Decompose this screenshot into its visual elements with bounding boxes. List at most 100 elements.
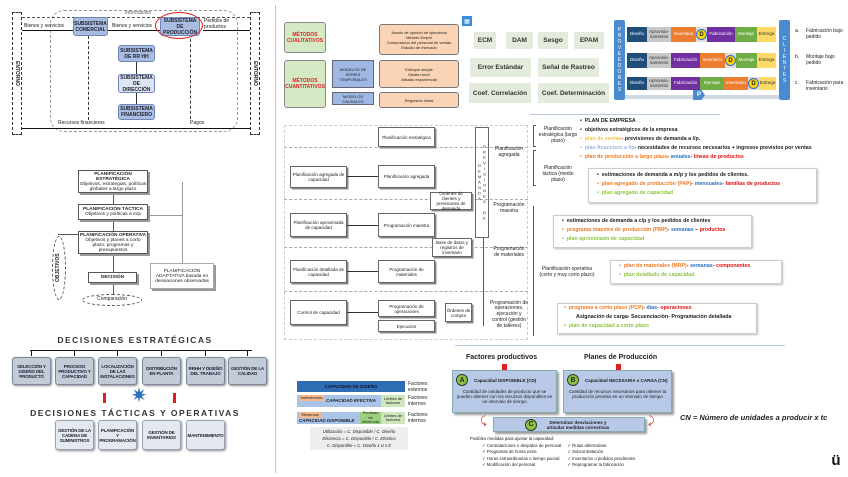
connector (347, 312, 378, 313)
flow-arrow (107, 30, 160, 31)
brace (533, 206, 536, 336)
strategic-planning-box: Planificación estratégica (378, 127, 435, 147)
metric-button[interactable]: Señal de Rastreo (538, 58, 599, 77)
limits-cell: Límites de factores (381, 395, 405, 407)
text: líneas de productos (693, 154, 744, 160)
university-logo: ü (831, 451, 841, 469)
subsystem-financiero: SUBSISTEMA FINANCIERO (118, 104, 155, 120)
metric-button[interactable]: EPAM (574, 32, 604, 49)
required-capacity-formula: CN = Número de unidades a producir x tc (680, 413, 828, 422)
legend-text: Fabricación para inventario (806, 80, 844, 92)
metric-button[interactable]: DAM (506, 32, 533, 49)
stage-diseo: Diseño (627, 77, 647, 90)
environment-bar-right: ENTORNO (250, 12, 260, 135)
connector (347, 271, 378, 272)
aggregate-planning-box: Planificación agregada (378, 165, 435, 188)
connector (31, 350, 32, 356)
badge-a: A (456, 374, 468, 386)
flow-label: Información (125, 10, 152, 16)
legend-key: c. (795, 80, 799, 86)
connector (182, 182, 183, 264)
stage-inventario: Inventario (671, 27, 696, 42)
spreadsheet-icon[interactable]: ▦ (462, 16, 472, 26)
box-text: Cantidad de unidades de producto que se … (456, 389, 553, 404)
strategic-decision-box: DISTRIBUCIÓN EN PLANTA (142, 357, 181, 385)
text: operaciones (660, 305, 692, 311)
connector (74, 350, 75, 356)
decision-box: DECISIÓN (88, 272, 137, 283)
bullet-line: • estimaciones de demanda a m/p y los pe… (597, 172, 749, 178)
text: plan de producción a largo plazo (584, 154, 668, 160)
metric-button[interactable]: Coef. Correlación (469, 83, 531, 103)
bullet-line: • plan de producción a largo plazo- anua… (580, 154, 744, 160)
text: familias de productos (725, 181, 781, 187)
connector (161, 350, 162, 356)
qualitative-methods-box: MÉTODOS CUALITATIVOS (284, 22, 326, 53)
text: PLAN DE EMPRESA (584, 118, 636, 124)
metric-button[interactable]: Coef. Determinación (538, 83, 609, 103)
method-item: Media móvil (408, 71, 430, 77)
bullet-line: • plan agregado de capacidad (597, 190, 674, 196)
flow-label: Pedidos de productos (204, 18, 230, 30)
box-title: PLANIFICACIÓN TÁCTICA (83, 207, 143, 212)
text: - (690, 154, 694, 160)
strategic-decisions-title: DECISIONES ESTRATÉGICAS (57, 335, 213, 345)
bullet-line: • plan financiero a l/p- necesidades de … (580, 145, 812, 151)
stage-fabricacin: Fabricación (671, 77, 700, 90)
purchase-orders-box: Órdenes de compra (445, 303, 472, 322)
formula: Eficiencia = C. Disponible / C. Efectiva (322, 436, 396, 441)
layer-note: Factores externos (408, 381, 428, 393)
measure-item: ✓ Inventarios o pedidos pendientes (567, 455, 636, 461)
stage-aprovisionamiento: Aprovisio-namiento (647, 27, 671, 42)
text: productos (699, 227, 726, 233)
badge-c: C (525, 418, 537, 431)
text: - (722, 181, 726, 187)
bullet-line: • programa maestro de producción (PMP)- … (562, 227, 726, 233)
stage-aprovisionamiento: Aprovisio-namiento (647, 53, 671, 68)
tactical-decision-box: MANTENIMIENTO (186, 420, 225, 450)
formula: Utilización = C. Disponible / C. Diseño (322, 429, 396, 434)
effective-capacity-bar (297, 395, 405, 407)
bullet-line: • plan agregado de producción (PAP)- men… (597, 181, 781, 187)
subsystem-comercial: SUBSISTEMA COMERCIAL (73, 17, 108, 36)
vertical-divider (275, 5, 276, 473)
connector (347, 225, 378, 226)
hierarchy-frame (284, 125, 528, 340)
text: semanas (671, 227, 694, 233)
stage-diseo: Diseño (627, 53, 647, 68)
text: - necesidades de recursos necesarios + i… (634, 145, 812, 151)
formula: C. Disponible = C. Diseño x U x E (326, 443, 392, 448)
stage-inventario: Inventario (700, 53, 725, 68)
limits-cell: Límites de factores (381, 412, 405, 424)
causal-items-box: Regresión lineal (379, 92, 459, 108)
badge-b: B (567, 374, 579, 386)
strategic-decision-box: RRHH Y DISEÑO DEL TRABAJO (186, 357, 225, 385)
metric-button[interactable]: ECM (474, 32, 496, 49)
metric-button[interactable]: Sesgo (538, 32, 568, 49)
strategic-decision-box: GESTIÓN DE LA CALIDAD (228, 357, 267, 385)
stage-entrega: Entrega (757, 53, 776, 68)
tactical-decision-box: PLANIFICACIÓN Y PROGRAMACIÓN (98, 420, 137, 450)
method-item: Estudio de mercado (401, 44, 437, 50)
flow-label: Recursos financieros (58, 120, 105, 126)
efficiency-tag: Eficiencia (299, 412, 321, 418)
method-item: Jurado de opinión de ejecutivos (390, 29, 448, 35)
strategic-decision-box: LOCALIZACIÓN DE LAS INSTALACIONES (98, 357, 137, 385)
box-title: Determinar desviaciones y articular medi… (546, 419, 610, 430)
text: anuales (670, 154, 691, 160)
level-label: Planificación estratégica (largo plazo) (538, 126, 578, 144)
bullet-line: • objetivos estratégicos de la empresa (580, 127, 678, 133)
connector (247, 350, 248, 356)
layer-note: Factores internos (408, 395, 428, 407)
decoupling-slot: D (696, 27, 707, 42)
box-text: Objetivos y políticas a m/p (85, 212, 141, 217)
metric-button[interactable]: Error Estándar (470, 58, 531, 77)
text: semanas (690, 263, 713, 269)
bullet-line: • estimaciones de demanda a c/p y los pe… (562, 218, 711, 224)
